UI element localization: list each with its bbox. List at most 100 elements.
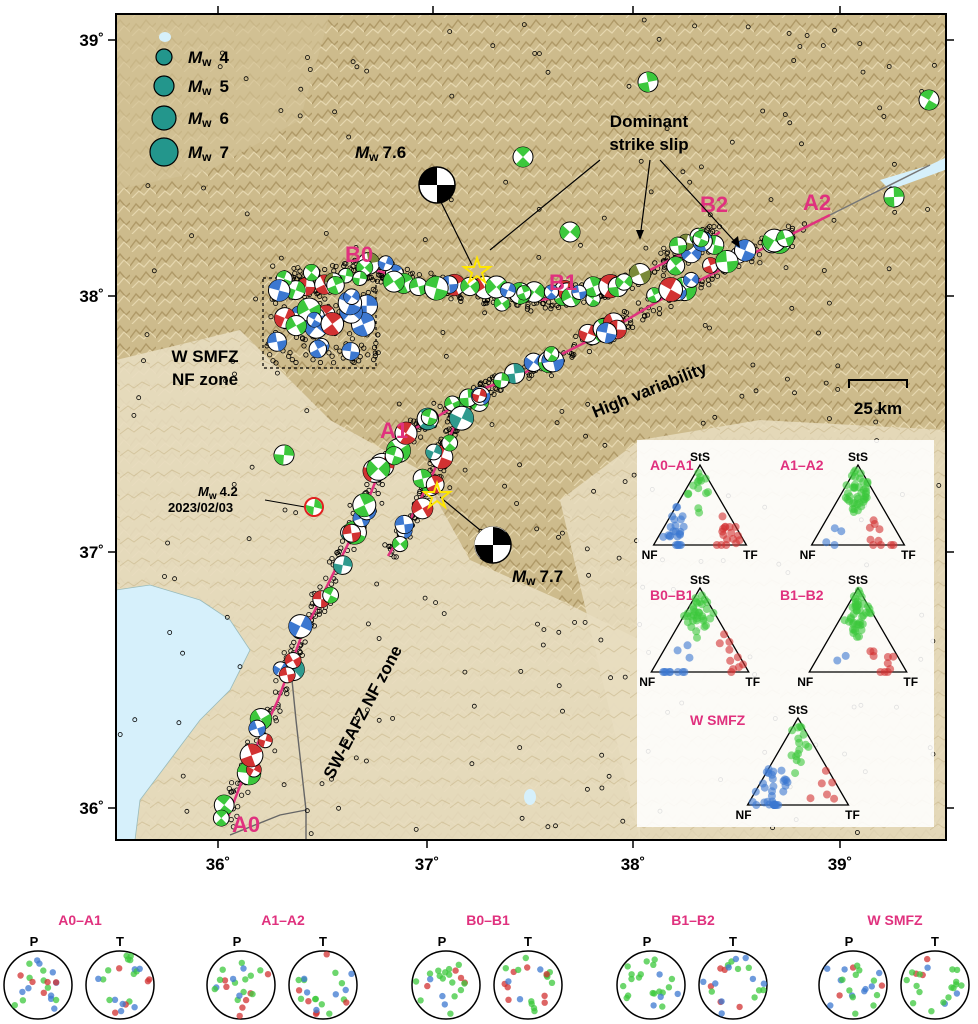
event-dot: [560, 530, 565, 536]
ternary-apex-label: StS: [848, 450, 868, 464]
p-label: P: [643, 934, 652, 949]
event-dot: [892, 209, 898, 215]
beachball: [257, 733, 273, 749]
beachball: [288, 614, 313, 639]
p-label: P: [30, 934, 39, 949]
ternary-point: [853, 493, 862, 501]
axis-point: [295, 976, 302, 984]
axis-point: [940, 999, 947, 1006]
event-dot: [282, 507, 288, 513]
axis-point: [295, 987, 303, 994]
event-dot: [132, 717, 138, 723]
beachball: [322, 586, 340, 604]
event-dot: [390, 716, 396, 721]
svg-text:Mw7.6: Mw7.6: [355, 143, 406, 164]
event-dot: [375, 272, 382, 278]
event-dot: [832, 27, 837, 33]
event-dot: [602, 442, 608, 448]
event-dot: [353, 244, 359, 250]
event-dot: [658, 250, 664, 256]
event-dot: [329, 776, 334, 782]
event-dot: [353, 755, 359, 761]
beachball: [666, 256, 686, 276]
event-dot: [448, 197, 454, 203]
ternary-point: [795, 745, 804, 754]
beachball: [637, 71, 659, 93]
event-dot: [478, 380, 484, 386]
ternary-point: [841, 651, 850, 660]
axis-point: [548, 979, 556, 986]
event-dot: [339, 538, 346, 544]
axis-point: [760, 980, 768, 987]
event-dot: [352, 257, 358, 263]
event-dot: [141, 358, 146, 364]
event-dot: [487, 376, 493, 382]
axis-point: [424, 982, 431, 990]
ternary-point: [701, 474, 710, 483]
axis-point: [827, 1002, 834, 1009]
event-dot: [606, 773, 612, 779]
event-dot: [680, 169, 686, 175]
event-dot: [302, 639, 308, 645]
beachball: [571, 284, 587, 300]
event-dot: [629, 324, 636, 330]
axis-point: [439, 992, 446, 1000]
axis-point: [650, 1002, 657, 1009]
axis-point: [502, 965, 509, 972]
beachball: [628, 263, 652, 286]
event-dot: [162, 574, 167, 579]
event-dot: [556, 534, 561, 540]
ternary-point: [860, 495, 869, 504]
axis-point: [953, 966, 961, 974]
event-dot: [753, 388, 759, 394]
event-dot: [700, 420, 706, 426]
event-dot: [656, 306, 663, 312]
event-dot: [346, 331, 353, 337]
axis-point: [34, 957, 41, 964]
axis-point: [297, 995, 305, 1002]
ternary-point: [857, 592, 866, 601]
event-dot: [428, 270, 434, 276]
event-dot: [599, 752, 605, 758]
event-dot: [556, 629, 562, 635]
event-dot: [413, 827, 419, 832]
ternary-point: [846, 613, 855, 622]
event-dot: [799, 141, 804, 147]
event-dot: [545, 824, 551, 830]
event-dot: [416, 490, 422, 496]
event-dot: [601, 215, 607, 221]
ternary-point: [734, 663, 743, 672]
event-dot: [365, 621, 371, 627]
ternary-point: [869, 541, 878, 549]
axis-point: [624, 963, 631, 970]
event-dot: [835, 386, 841, 392]
stereonet-title: A1–A2: [261, 912, 305, 928]
event-dot: [437, 403, 443, 409]
event-dot: [823, 380, 829, 386]
beachball: [342, 523, 362, 543]
event-dot: [219, 50, 225, 56]
event-dot: [364, 68, 370, 74]
ternary-apex-label: StS: [788, 703, 808, 717]
ternary-point: [806, 794, 815, 803]
event-dot: [396, 401, 402, 407]
event-dot: [458, 295, 464, 301]
axis-point: [870, 977, 878, 984]
event-dot: [692, 23, 697, 29]
event-dot: [296, 648, 303, 655]
axis-point: [522, 954, 529, 962]
event-dot: [534, 526, 540, 532]
event-dot: [801, 221, 808, 227]
axis-point: [439, 975, 446, 982]
axis-point: [836, 992, 843, 999]
axis-point: [426, 970, 434, 977]
event-dot: [622, 674, 628, 680]
ternary-point: [783, 778, 792, 787]
ternary-point: [768, 774, 777, 783]
event-dot: [291, 639, 297, 646]
event-dot: [310, 357, 316, 363]
event-dot: [364, 481, 370, 488]
event-dot: [526, 372, 532, 378]
